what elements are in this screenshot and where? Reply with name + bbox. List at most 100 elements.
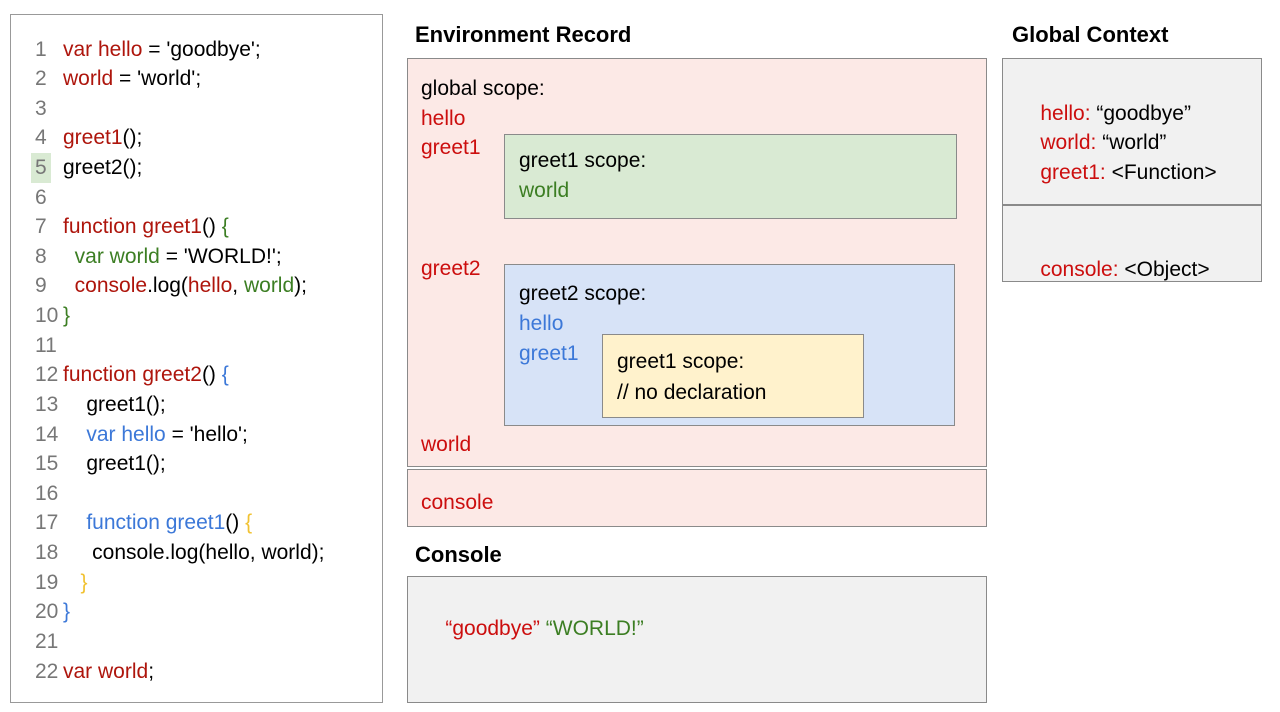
code-token: { (221, 363, 229, 387)
line-number: 1 (35, 37, 47, 61)
code-line: 11 (11, 331, 382, 361)
code-line: 18 console.log(hello, world); (11, 538, 382, 568)
global-context-console-box: console: <Object> (1002, 205, 1262, 282)
code-line: 8 var world = 'WORLD!'; (11, 242, 382, 272)
code-text: function greet2() { (63, 360, 229, 390)
code-token: = 'goodbye'; (142, 37, 261, 61)
entry-value: “goodbye” (1090, 102, 1191, 125)
line-number: 3 (35, 96, 47, 120)
line-number: 20 (35, 600, 59, 624)
line-number: 15 (35, 452, 59, 476)
line-number: 11 (35, 333, 57, 357)
code-token: () (201, 363, 222, 387)
code-token: () (201, 215, 222, 239)
line-number: 10 (35, 304, 59, 328)
line-number: 17 (35, 511, 59, 535)
code-line: 13 greet1(); (11, 390, 382, 420)
code-text: } (63, 301, 70, 331)
entry-value: <Function> (1105, 161, 1217, 184)
code-text: world = 'world'; (63, 64, 201, 94)
global-binding-greet2: greet2 (421, 257, 481, 280)
code-token: console.log(hello, world); (63, 541, 325, 565)
code-token (63, 511, 86, 534)
code-token (63, 245, 75, 268)
code-line: 9 console.log(hello, world); (11, 271, 382, 301)
code-text: greet1(); (63, 390, 165, 420)
code-line: 3 (11, 94, 382, 124)
global-context-entry-world: world: “world” (1017, 105, 1166, 180)
greet2-binding-hello: hello (519, 312, 564, 335)
line-number: 8 (35, 244, 47, 268)
global-context-entry-hello: hello: “goodbye” (1017, 76, 1191, 151)
line-number: 19 (35, 570, 59, 594)
global-context-entry-console: console: <Object> (1017, 232, 1210, 307)
inner-greet1-scope-comment: // no declaration (617, 381, 767, 404)
code-token (63, 274, 75, 297)
code-token: console (74, 274, 148, 298)
global-binding-hello: hello (421, 107, 466, 130)
code-line: 19 } (11, 568, 382, 598)
code-text: console.log(hello, world); (63, 271, 307, 301)
line-number: 9 (35, 274, 47, 298)
code-token: world (243, 274, 295, 298)
entry-key: console: (1040, 258, 1119, 281)
code-token: greet1(); (63, 452, 166, 476)
code-token: { (221, 215, 229, 239)
code-token: .log( (147, 274, 188, 298)
code-token: world (63, 67, 114, 91)
code-token: } (63, 570, 88, 594)
code-text: greet1(); (63, 449, 166, 479)
global-context-title: Global Context (1012, 22, 1169, 47)
line-number: 16 (35, 481, 59, 505)
inner-greet1-scope-box: greet1 scope: // no declaration (602, 334, 864, 418)
inner-greet1-scope-label: greet1 scope: (617, 350, 745, 373)
line-number: 14 (35, 422, 59, 446)
code-line: 6 (11, 183, 382, 213)
line-number: 13 (35, 392, 59, 416)
line-number: 18 (35, 541, 59, 565)
code-line: 15 greet1(); (11, 449, 382, 479)
code-text: greet2(); (63, 153, 142, 183)
code-line: 5 greet2(); (11, 152, 382, 183)
code-text: var hello = 'goodbye'; (63, 35, 261, 65)
console-binding-box: console (407, 469, 987, 527)
global-context-variables-box: hello: “goodbye” world: “world” greet1: … (1002, 58, 1262, 205)
code-token: function greet1 (63, 215, 202, 239)
code-text: var world; (63, 657, 154, 687)
code-token: function greet1 (86, 511, 226, 535)
code-token: var world (74, 244, 160, 268)
code-token: (); (122, 126, 143, 150)
code-line: 10} (11, 301, 382, 331)
code-text: } (63, 597, 70, 627)
code-token: var hello (86, 422, 166, 446)
line-number: 12 (35, 363, 59, 387)
code-token: ); (294, 274, 307, 298)
entry-key: greet1: (1040, 161, 1106, 184)
console-title: Console (415, 542, 502, 567)
global-binding-world: world (421, 433, 472, 456)
code-text: var world = 'WORLD!'; (63, 242, 282, 272)
global-scope-box: global scope: hello greet1 greet2 world … (407, 58, 987, 467)
greet1-scope-label: greet1 scope: (519, 149, 647, 172)
code-token: () (225, 511, 246, 535)
line-number: 6 (35, 185, 47, 209)
code-token: ; (148, 659, 155, 683)
code-text: function greet1() { (63, 212, 229, 242)
entry-key: world: (1040, 131, 1097, 154)
code-text: var hello = 'hello'; (63, 420, 248, 450)
code-token: var world (63, 659, 149, 683)
code-line: 1 var hello = 'goodbye'; (11, 35, 382, 65)
line-number-highlighted: 5 (31, 152, 51, 183)
entry-value: “world” (1096, 131, 1167, 154)
line-number: 22 (35, 659, 59, 683)
console-output-box: “goodbye” “WORLD!” (407, 576, 987, 703)
entry-value: <Object> (1118, 258, 1210, 281)
code-line: 17 function greet1() { (11, 508, 382, 538)
code-token: = 'WORLD!'; (159, 244, 282, 268)
code-text: console.log(hello, world); (63, 538, 324, 568)
code-token: greet1 (63, 126, 123, 150)
greet2-binding-greet1: greet1 (519, 342, 579, 365)
